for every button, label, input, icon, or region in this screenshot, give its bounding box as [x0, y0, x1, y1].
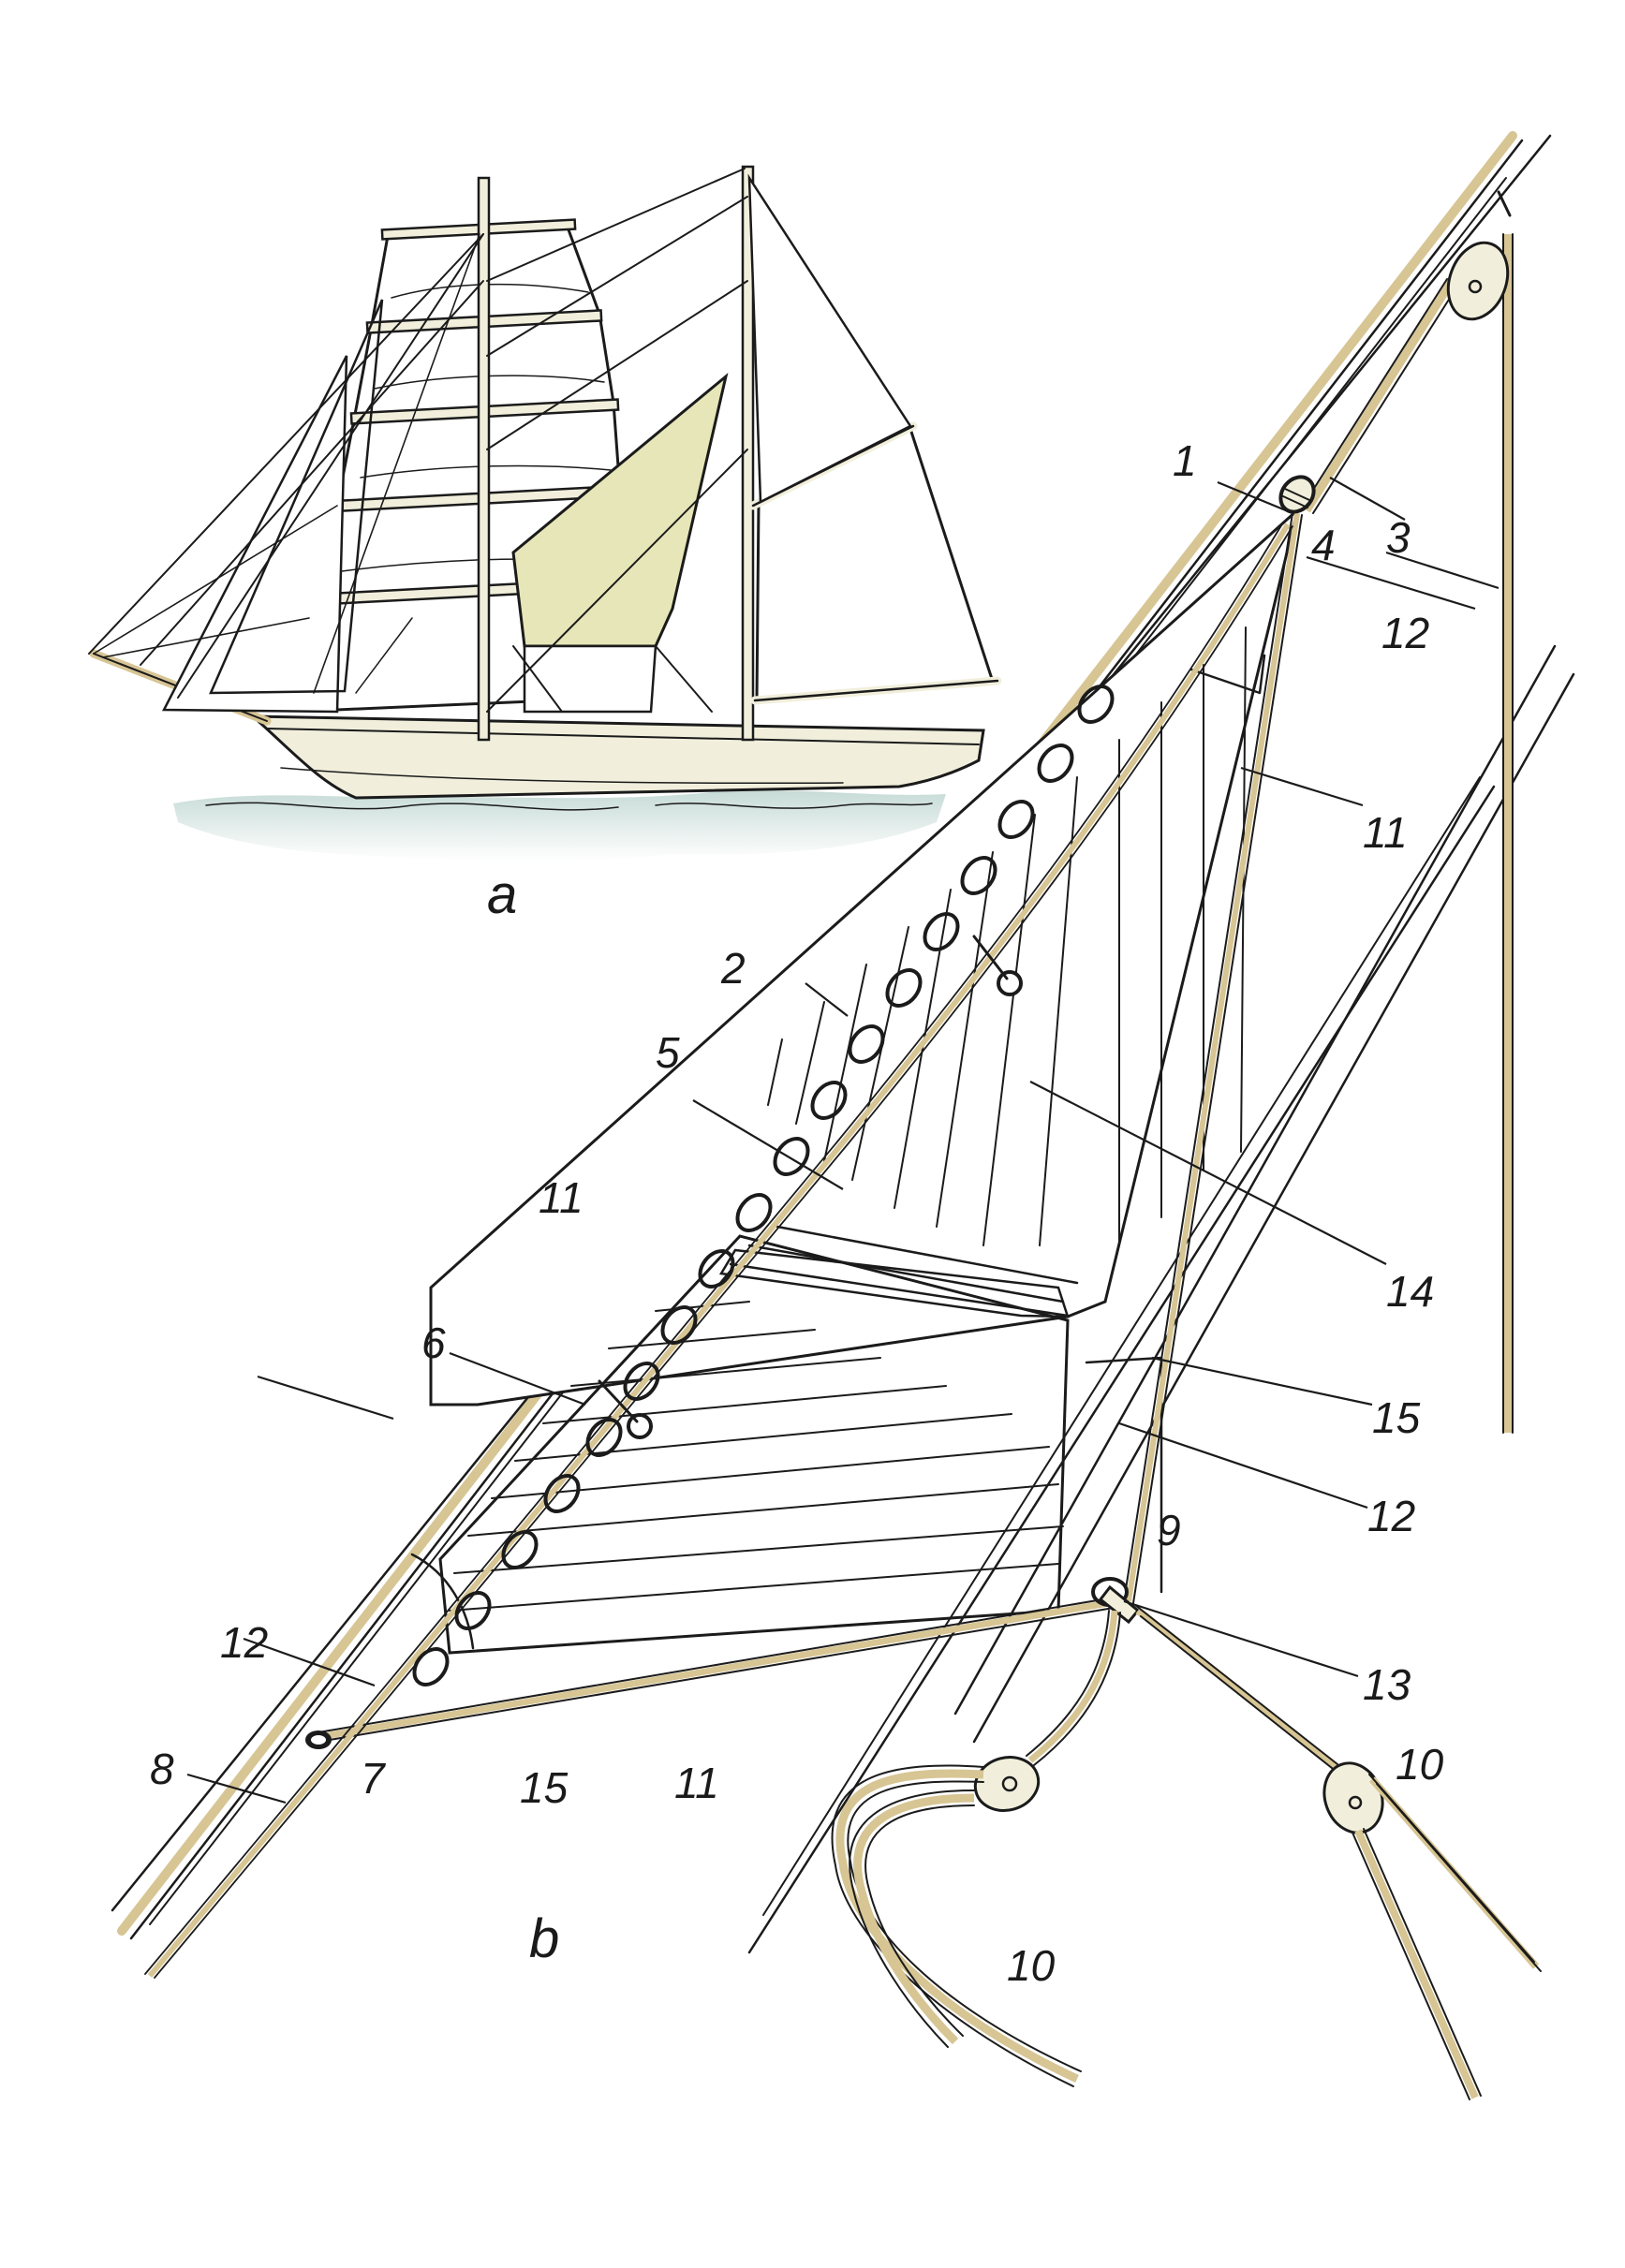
sheet-left-fall-2: [853, 1793, 975, 2045]
hanks: [412, 685, 1115, 1686]
downhaul: [147, 523, 1291, 1978]
lower-panel: [438, 1234, 1070, 1655]
downhaul-outline: [144, 522, 1293, 1979]
label-11-bottom: 11: [674, 1759, 719, 1807]
halyard-block: [1446, 190, 1512, 321]
label-9: 9: [1157, 1506, 1181, 1554]
label-4: 4: [1311, 521, 1336, 569]
label-15-right: 15: [1372, 1393, 1421, 1442]
label-10-right: 10: [1396, 1740, 1444, 1789]
gaff-topsail: [747, 173, 912, 504]
caption-b: b: [529, 1908, 559, 1969]
staysail-detail: [111, 131, 1575, 2100]
sheet-right-fall-2-outline: [1352, 1828, 1482, 2100]
hull-sheer-line: [266, 728, 980, 745]
label-13: 13: [1363, 1660, 1411, 1709]
sheet-right: [1135, 1607, 1342, 1774]
label-8: 8: [150, 1745, 174, 1793]
tack-fitting: [305, 1730, 332, 1749]
staysail-corner: [512, 645, 713, 713]
label-11-mid: 11: [539, 1173, 584, 1222]
label-3: 3: [1386, 513, 1411, 562]
background-stay-1: [953, 644, 1557, 1716]
leader-lines: [186, 477, 1499, 1804]
foot-rope: [318, 1598, 1120, 1741]
sheet-right-fall-2: [1354, 1829, 1479, 2099]
background-stay-2: [972, 672, 1575, 1744]
cringle-lashing-upper: [972, 935, 1009, 980]
sheet-left-fall-2-outline: [849, 1789, 975, 2048]
sheet-right-outline: [1134, 1604, 1342, 1776]
hull-waterline: [280, 767, 844, 785]
label-1: 1: [1173, 436, 1197, 485]
rigging-lines: [88, 168, 748, 713]
label-12-top: 12: [1381, 609, 1429, 657]
lower-panel-cloths: [449, 1301, 1064, 1612]
foot-rope-outline: [318, 1596, 1120, 1743]
label-11-top: 11: [1363, 808, 1408, 857]
hull: [248, 714, 985, 800]
sheet-right-fall-1-outline: [1368, 1774, 1542, 1972]
label-2: 2: [720, 944, 746, 993]
halyard-to-head: [1303, 278, 1455, 513]
sheet-left-fall-1-outline: [831, 1764, 1082, 2087]
label-7: 7: [361, 1754, 386, 1803]
leech-rope: [1126, 512, 1300, 1602]
part-labels: 1 2 3 4 5 6 7 8 9 10 10 11 11 11 12 12 1…: [150, 436, 1444, 1990]
head-lashing: [1278, 475, 1316, 514]
clew-fitting: [1091, 1577, 1141, 1625]
sea-surface: [173, 790, 946, 862]
label-12-left: 12: [220, 1618, 268, 1667]
cringle-upper: [997, 970, 1023, 996]
sheet-left-fall-1: [835, 1769, 1079, 2084]
sea-ripple-2: [655, 803, 933, 809]
caption-a: a: [487, 864, 517, 925]
background-stay-3: [747, 785, 1496, 1954]
cringle-lashing-lower: [598, 1379, 639, 1423]
background-stay-4: [762, 776, 1481, 1916]
cross-band: [747, 1225, 1079, 1303]
diagonal-band: [718, 1248, 1070, 1318]
label-14: 14: [1386, 1267, 1434, 1316]
boom-outline: [753, 679, 999, 702]
foremast: [477, 176, 491, 742]
label-6: 6: [421, 1318, 446, 1367]
label-5: 5: [656, 1028, 680, 1077]
sea-ripple: [205, 802, 619, 811]
staysail-lower-panel: [523, 644, 657, 714]
label-15-bottom: 15: [520, 1763, 569, 1812]
staysail-body: [429, 506, 1300, 1406]
tack-patch: [410, 1553, 475, 1650]
jibs: [161, 299, 384, 714]
sheet-left-outline: [1026, 1610, 1121, 1766]
ship-illustration: [88, 165, 1002, 862]
leech-outline: [1123, 512, 1303, 1604]
label-12-right: 12: [1367, 1492, 1415, 1540]
label-10-bottom: 10: [1007, 1941, 1056, 1990]
head-patch: [1189, 654, 1266, 695]
cringle-lower: [627, 1413, 653, 1439]
sheet-left: [1027, 1610, 1118, 1763]
halyard-to-head-outline: [1301, 278, 1459, 514]
sheet-block-left: [973, 1756, 1041, 1812]
sheet-block-right: [1322, 1761, 1384, 1834]
